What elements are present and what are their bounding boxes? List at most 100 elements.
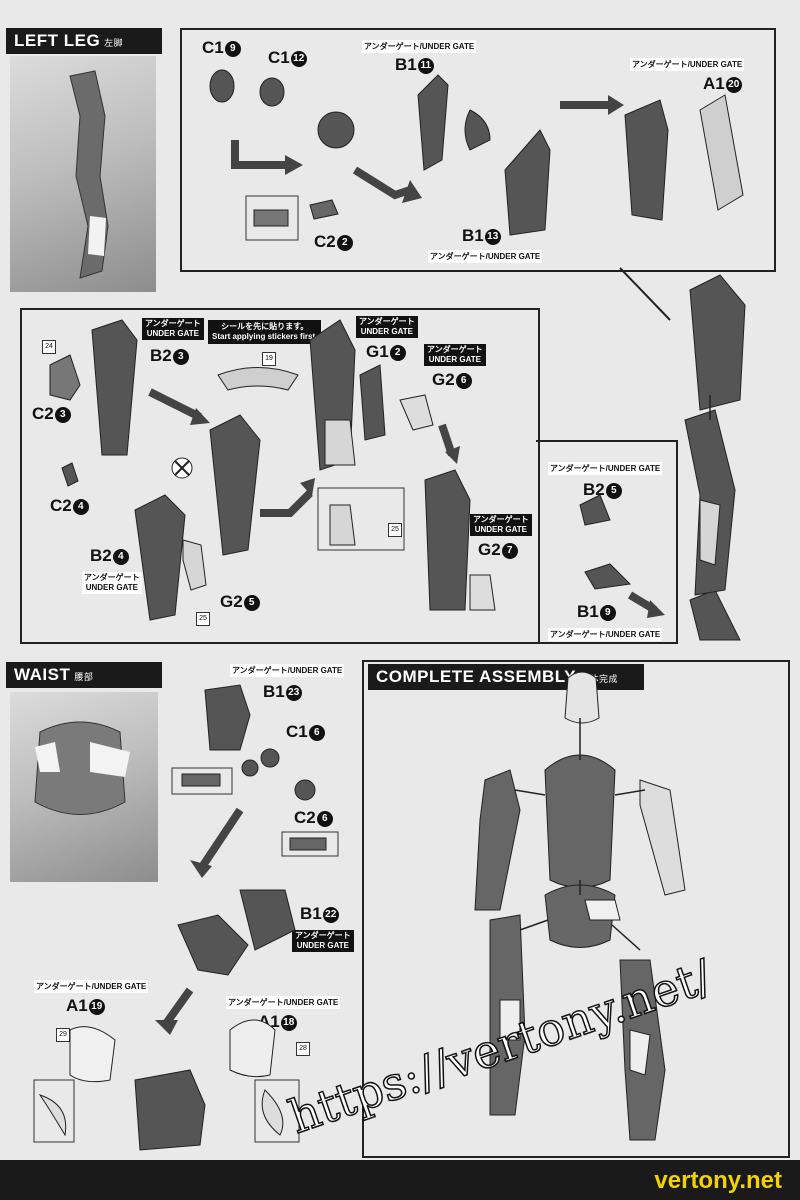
part-c1-6-code: C1 xyxy=(286,722,308,741)
sticker-19: 19 xyxy=(262,352,276,366)
left-leg-photo-figure xyxy=(69,70,109,279)
part-b1-13-num: 13 xyxy=(484,228,501,245)
gate-label-a1-19: アンダーゲート/UNDER GATE xyxy=(34,980,149,993)
left-leg-step3-frame xyxy=(536,440,678,644)
part-b1-22-num: 22 xyxy=(322,906,339,923)
gate-g2-7-en: UNDER GATE xyxy=(474,525,527,534)
gate-label-b2-5: アンダーゲート/UNDER GATE xyxy=(548,462,663,475)
part-b2-3-num: 3 xyxy=(172,348,189,365)
waist-title-text: WAIST xyxy=(14,665,71,684)
part-g2-6-num: 6 xyxy=(455,372,472,389)
gate-b2-3-jp: アンダーゲート xyxy=(145,319,201,328)
footer-bar xyxy=(0,1160,800,1200)
sticker-25-a: 25 xyxy=(388,523,402,537)
part-c1-12-code: C1 xyxy=(268,48,290,67)
part-b2-4-num: 4 xyxy=(112,548,129,565)
sticker-note-jp: シールを先に貼ります。 xyxy=(221,322,309,331)
part-c2-3-code: C2 xyxy=(32,404,54,423)
part-b2-5-num: 5 xyxy=(605,482,622,499)
waist-photo-figure xyxy=(34,721,130,815)
gate-b2-3-en: UNDER GATE xyxy=(146,329,199,338)
gate-g2-7-jp: アンダーゲート xyxy=(473,515,529,524)
part-c1-9-num: 9 xyxy=(224,40,241,57)
waist-photo xyxy=(10,692,158,882)
part-c1-12-num: 12 xyxy=(290,50,307,67)
part-c2-3-num: 3 xyxy=(54,406,71,423)
gate-b1-22-en: UNDER GATE xyxy=(296,941,349,950)
gate-label-b1-23: アンダーゲート/UNDER GATE xyxy=(230,664,345,677)
part-b2-4-code: B2 xyxy=(90,546,112,565)
part-b1-11-num: 11 xyxy=(417,57,434,74)
gate-label-a1-20: アンダーゲート/UNDER GATE xyxy=(630,58,745,71)
gate-label-b1-9: アンダーゲート/UNDER GATE xyxy=(548,628,663,641)
waist-title-jp: 腰部 xyxy=(74,672,94,682)
part-c1-9-code: C1 xyxy=(202,38,224,57)
part-g2-5-num: 5 xyxy=(243,594,260,611)
left-leg-photo xyxy=(10,56,156,292)
gate-b1-22-jp: アンダーゲート xyxy=(295,931,351,940)
gate-g1-2-jp: アンダーゲート xyxy=(359,317,415,326)
part-c2-6-num: 6 xyxy=(316,810,333,827)
part-c2-2-code: C2 xyxy=(314,232,336,251)
left-leg-step2-drawing xyxy=(49,274,746,641)
part-a1-20-num: 20 xyxy=(725,76,742,93)
sticker-25-b: 25 xyxy=(196,612,210,626)
gate-g1-2-en: UNDER GATE xyxy=(360,327,413,336)
gate-label-b1-13: アンダーゲート/UNDER GATE xyxy=(428,250,543,263)
left-leg-step1-drawing xyxy=(209,69,744,321)
part-b1-23-code: B1 xyxy=(263,682,285,701)
complete-assembly-title-text: COMPLETE ASSEMBLY xyxy=(376,667,576,686)
part-a1-18-num: 18 xyxy=(280,1014,297,1031)
part-c2-6-code: C2 xyxy=(294,808,316,827)
gate-g2-6-en: UNDER GATE xyxy=(428,355,481,364)
part-c1-6-num: 6 xyxy=(308,724,325,741)
part-b2-5-code: B2 xyxy=(583,480,605,499)
part-a1-20-code: A1 xyxy=(703,74,725,93)
left-leg-step2-frame xyxy=(20,308,540,644)
part-a1-19-num: 19 xyxy=(88,998,105,1015)
left-leg-title-jp: 左脚 xyxy=(104,38,124,48)
part-g2-5-code: G2 xyxy=(220,592,243,611)
part-b1-13-code: B1 xyxy=(462,226,484,245)
part-b1-9-code: B1 xyxy=(577,602,599,621)
part-b1-11-code: B1 xyxy=(395,55,417,74)
part-b1-23-num: 23 xyxy=(285,684,302,701)
complete-assembly-frame xyxy=(362,660,790,1158)
gate-label-a1-18: アンダーゲート/UNDER GATE xyxy=(226,996,341,1009)
sticker-note-en: Start applying stickers first. xyxy=(212,332,318,341)
gate-g2-6-jp: アンダーゲート xyxy=(427,345,483,354)
part-c2-4-code: C2 xyxy=(50,496,72,515)
part-a1-19-code: A1 xyxy=(66,996,88,1015)
part-g1-2-num: 2 xyxy=(389,344,406,361)
part-b1-22-code: B1 xyxy=(300,904,322,923)
part-c2-4-num: 4 xyxy=(72,498,89,515)
sticker-28: 28 xyxy=(296,1042,310,1056)
